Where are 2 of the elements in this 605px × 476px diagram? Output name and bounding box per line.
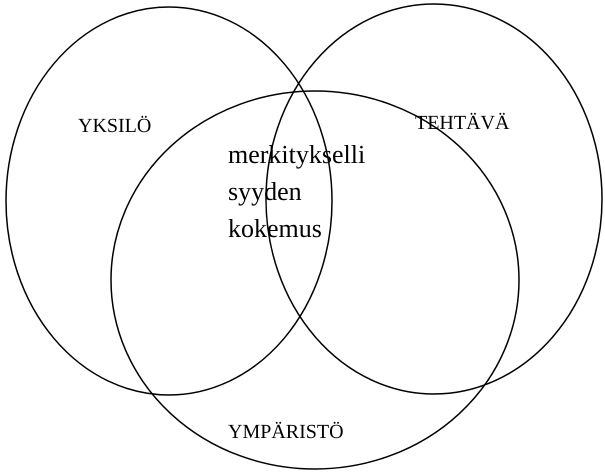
set-label: YKSILÖ	[78, 115, 152, 138]
set-label: YMPÄRISTÖ	[228, 421, 344, 444]
